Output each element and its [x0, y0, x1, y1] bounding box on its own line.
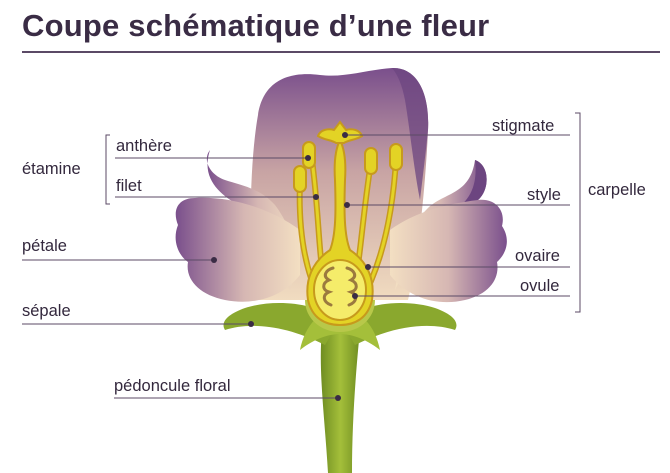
- label-pedoncule: pédoncule floral: [114, 377, 231, 395]
- bracket-carpelle: [575, 112, 581, 313]
- peduncle-shape: [320, 330, 360, 473]
- anthers: [293, 141, 403, 193]
- label-etamine: étamine: [22, 160, 81, 178]
- label-filet: filet: [116, 177, 142, 195]
- label-anthere: anthère: [116, 137, 172, 155]
- label-sepale: sépale: [22, 302, 71, 320]
- bracket-etamine: [105, 134, 110, 205]
- label-ovule: ovule: [520, 277, 560, 295]
- leader-dots: [211, 132, 371, 401]
- petal-right: [390, 199, 507, 303]
- leader-lines: [22, 112, 581, 399]
- label-stigmate: stigmate: [492, 117, 555, 135]
- title-underline: [22, 51, 660, 53]
- pistil: [306, 120, 374, 327]
- label-petale: pétale: [22, 237, 67, 255]
- page-title: Coupe schématique d’une fleur: [22, 8, 490, 43]
- label-carpelle: carpelle: [588, 181, 646, 199]
- label-style: style: [527, 186, 561, 204]
- petal-curl-right: [395, 160, 487, 290]
- label-ovaire: ovaire: [515, 247, 560, 265]
- petal-left: [175, 197, 300, 302]
